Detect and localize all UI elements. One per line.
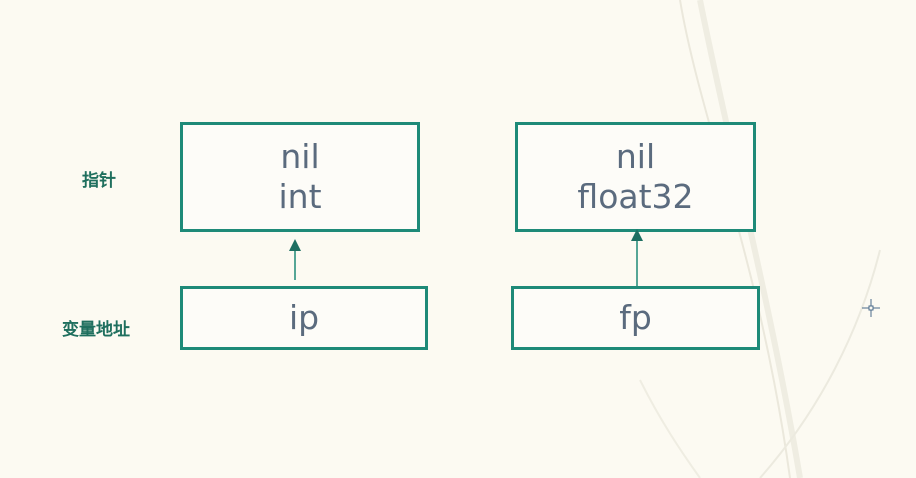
address-box-fp: fp — [511, 286, 760, 350]
variable-name: ip — [288, 298, 320, 337]
arrow-up-icon — [631, 229, 643, 286]
address-box-ip: ip — [180, 286, 428, 350]
pointer-box-int: nil int — [180, 122, 420, 232]
arrow-up-icon — [289, 239, 301, 280]
pointer-value: nil — [280, 137, 320, 176]
pointer-value: nil — [615, 137, 656, 176]
pointer-type: int — [278, 177, 322, 216]
crosshair-cursor-icon — [862, 299, 880, 317]
row-label-address: 变量地址 — [62, 320, 130, 340]
row-label-pointer: 指针 — [82, 171, 116, 191]
pointer-box-float32: nil float32 — [515, 122, 756, 232]
variable-name: fp — [619, 298, 652, 337]
pointer-type: float32 — [577, 177, 694, 216]
